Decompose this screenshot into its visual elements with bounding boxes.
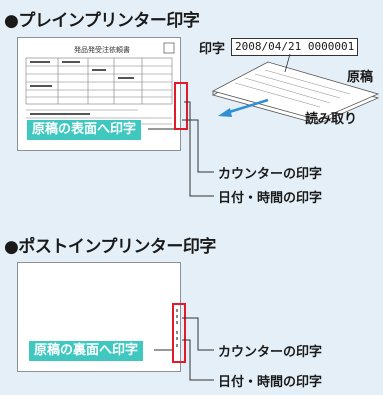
form-title: 発品発受注依頼書 [74, 45, 130, 54]
datetime-callout-pre: 日付・時間の印字 [218, 191, 323, 206]
datetime-leader-pre [184, 101, 214, 197]
print-label: 印字 [199, 42, 226, 57]
counter-callout-pre: カウンターの印字 [218, 167, 323, 182]
datetime-callout-post: 日付・時間の印字 [218, 375, 323, 390]
scan-label: 読み取り [305, 112, 358, 127]
scan-arrow [225, 98, 269, 115]
back-imprint-marker [172, 303, 186, 363]
original-label: 原稿 [347, 70, 374, 85]
post-imprinter-heading: ●ポストインプリンター印字 [4, 237, 216, 257]
back-surface-tag: 原稿の裏面へ印字 [29, 341, 144, 361]
print-sample-box: 2008/04/21 0000001 [231, 38, 359, 56]
paper-stack-top [211, 61, 380, 121]
scan-arrow-head [218, 108, 232, 117]
front-surface-tag: 原稿の表面へ印字 [27, 120, 142, 140]
pre-imprinter-heading: ●プレインプリンター印字 [4, 11, 200, 31]
counter-callout-post: カウンターの印字 [218, 345, 323, 360]
counter-leader-post [182, 317, 214, 351]
front-imprint-marker [174, 82, 188, 130]
datetime-leader-post [182, 339, 214, 381]
